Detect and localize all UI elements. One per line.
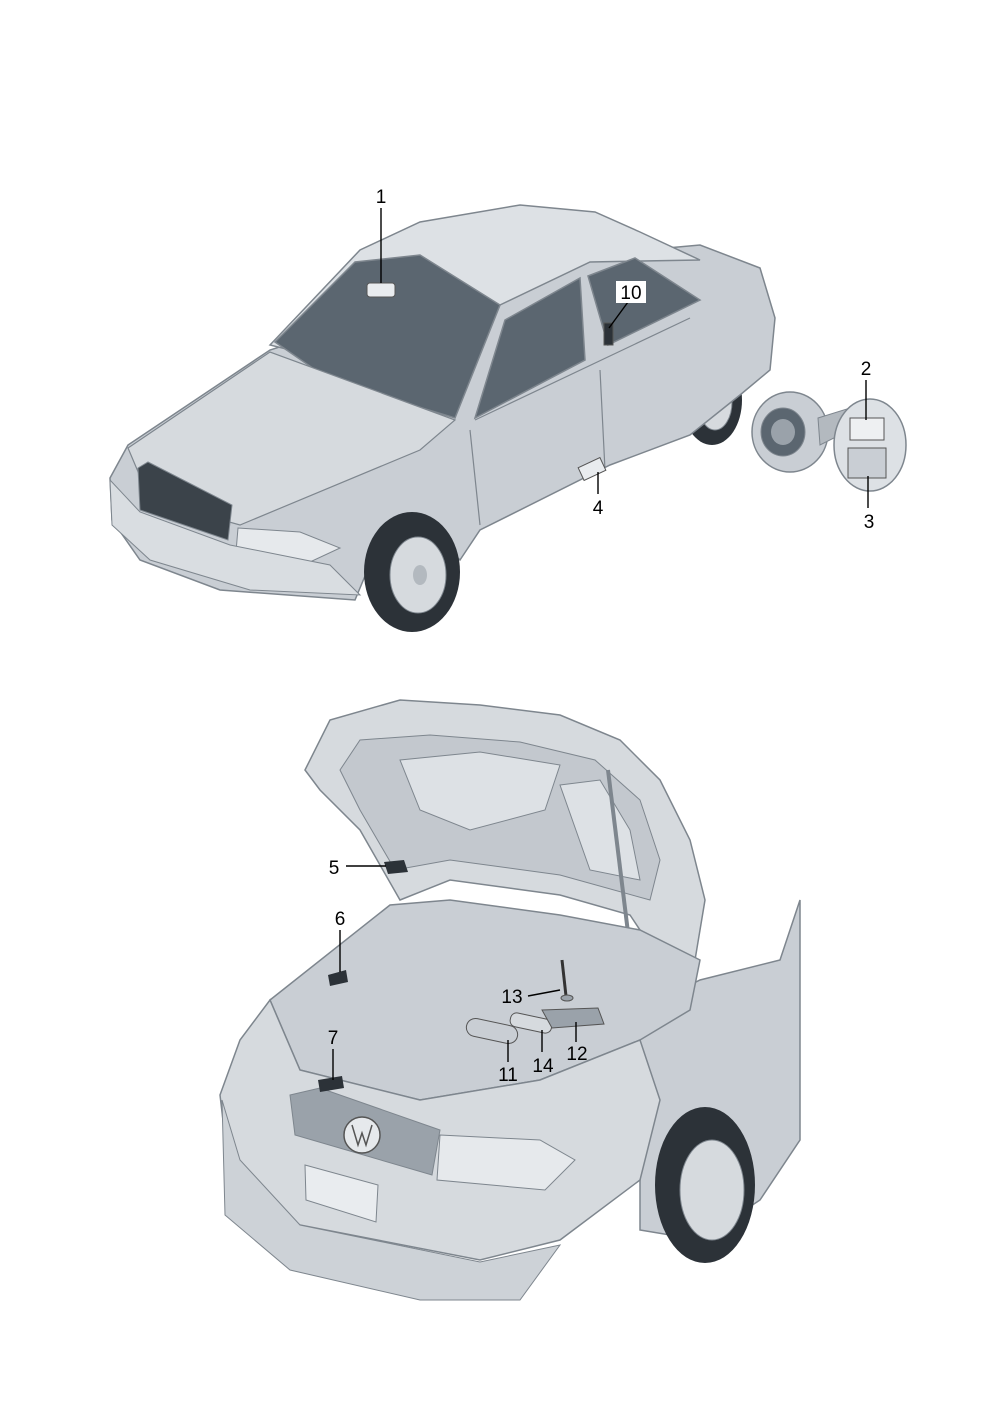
front-hub [413,565,427,585]
lower-bumper [221,1099,562,1301]
part-11-pad [465,1017,519,1045]
callout-numbers: 1 10 2 3 4 5 6 7 13 11 14 12 [328,187,875,1086]
lower-rim [679,1139,745,1241]
callout-2: 2 [861,359,872,380]
vw-emblem-letters [351,1124,373,1148]
part-13-head [560,994,574,1002]
hood-cutout-left [399,751,561,831]
open-hood-illustration [219,699,801,1301]
part-12-latch [541,1007,605,1029]
part-5-label [384,860,408,874]
callout-5: 5 [329,858,340,879]
door-lines [469,317,691,526]
callout-6: 6 [335,909,346,930]
front-side-window [473,276,586,420]
callout-1: 1 [376,187,387,208]
part-6-label [328,970,348,986]
part-2-label [849,417,885,441]
callout-12: 12 [566,1044,587,1065]
callout-4: 4 [593,498,604,519]
leader-10 [608,301,629,329]
part-3-label [847,447,887,479]
sedan-illustration [109,204,776,632]
part-4-sticker [577,456,607,482]
license-plate [304,1164,379,1223]
leader-13 [527,989,561,997]
fuel-filler-flap [751,391,907,492]
leader-lines [332,208,869,1080]
callout-11: 11 [498,1065,518,1086]
callout-14: 14 [532,1056,554,1077]
fuel-filler-cap [771,419,795,445]
part-7-label [318,1076,344,1092]
sedan-grille [137,461,233,541]
part-10-sticker [603,322,614,346]
lower-headlight [436,1134,576,1191]
callout-7: 7 [328,1028,339,1049]
callout-3: 3 [864,512,875,533]
callout-10: 10 [620,283,641,304]
part-13-pin [560,959,568,997]
sedan-front-bumper [109,478,362,596]
part-1-sticker [366,282,396,298]
callout-10-bg [616,281,646,303]
callout-13: 13 [501,987,522,1008]
